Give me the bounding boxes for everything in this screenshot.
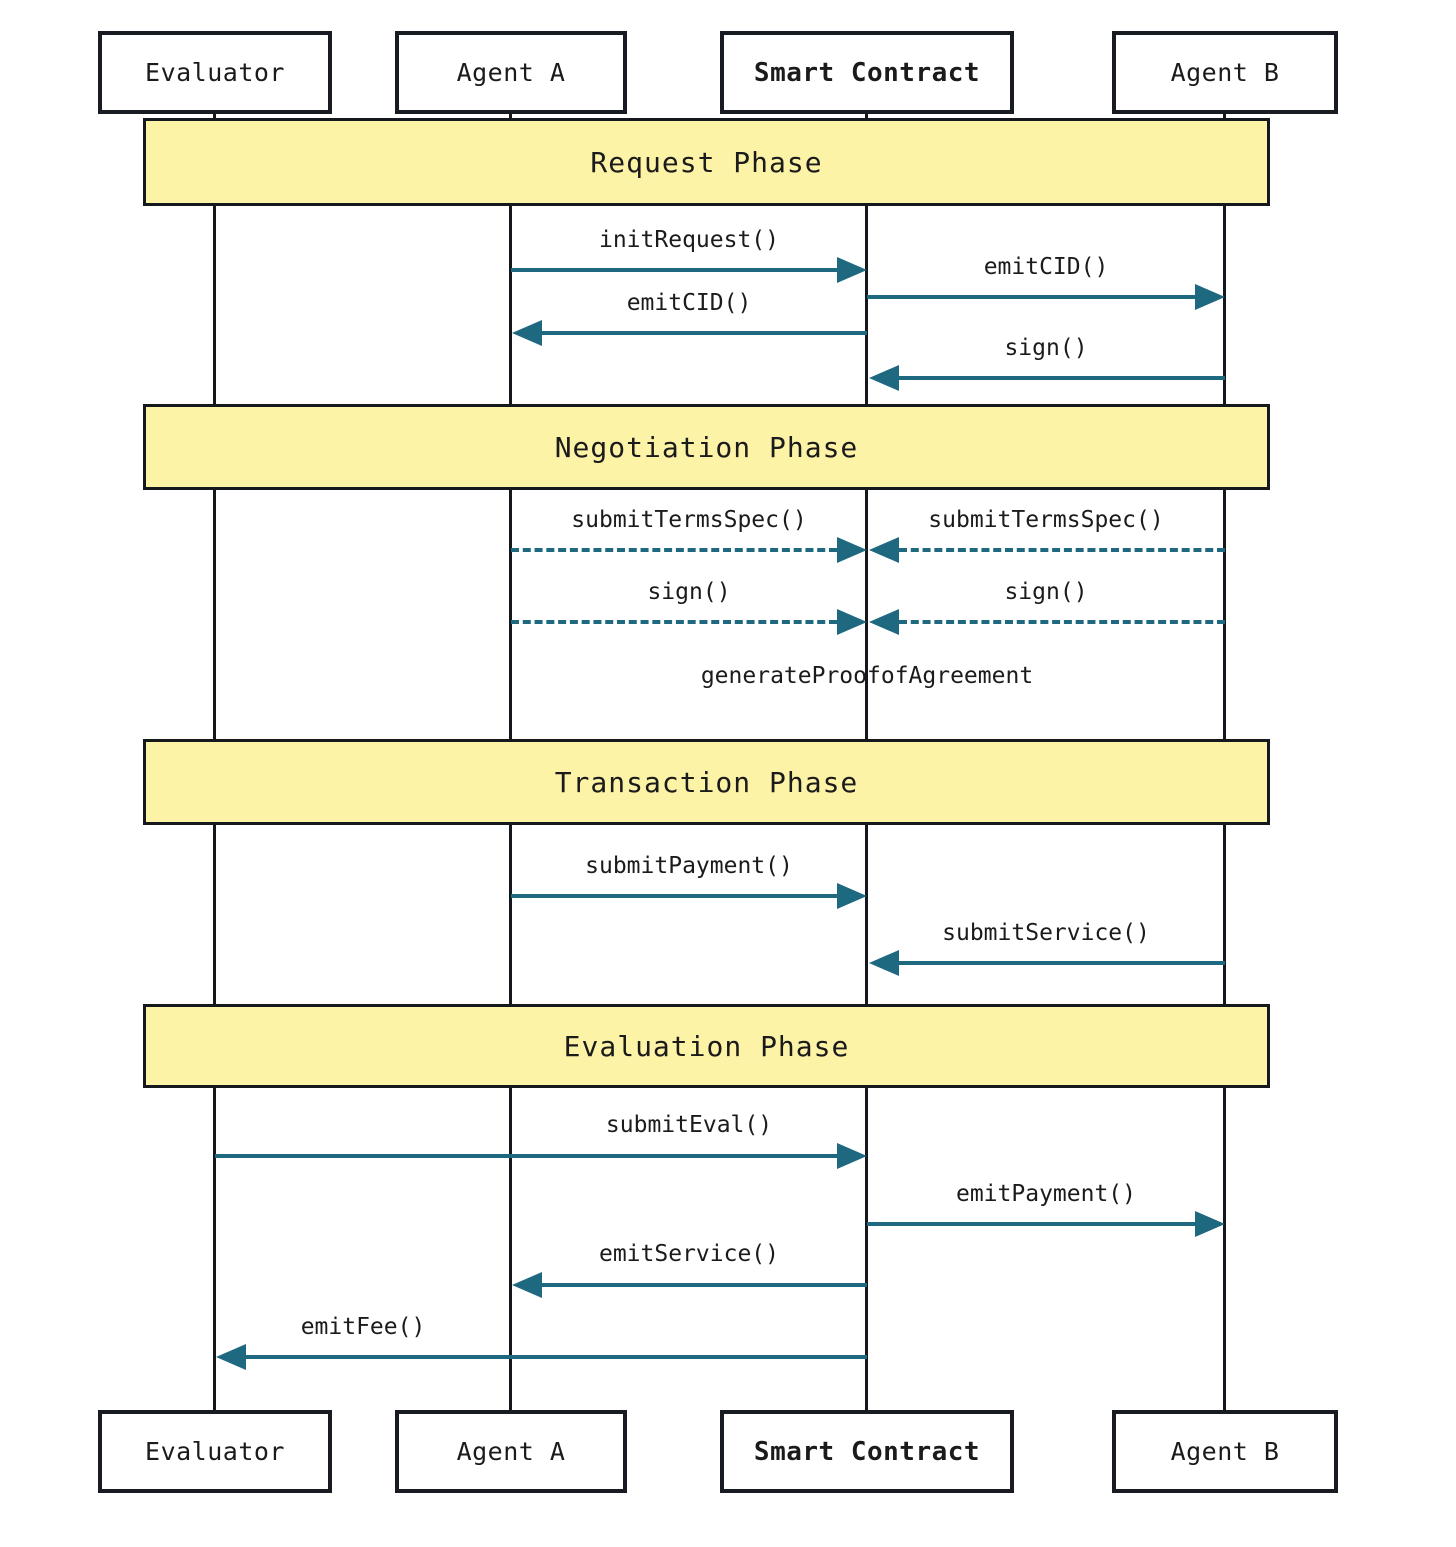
arrowhead-right-icon	[837, 609, 867, 635]
phase-label: Evaluation Phase	[563, 1029, 850, 1063]
arrowhead-left-icon	[869, 950, 899, 976]
message-line-sign-b-dashed	[899, 620, 1225, 624]
message-label-sign-b: sign()	[1004, 335, 1088, 361]
arrowhead-left-icon	[869, 537, 899, 563]
message-line-submittermsspec-a	[511, 548, 837, 552]
message-line-sign-b	[899, 376, 1225, 380]
phase-label: Negotiation Phase	[554, 430, 859, 464]
participant-box-agent-b-bottom: Agent B	[1112, 1410, 1338, 1493]
phase-label: Transaction Phase	[554, 765, 859, 799]
participant-label: Evaluator	[145, 1437, 285, 1466]
message-line-emitservice	[542, 1283, 867, 1287]
message-line-emitcid-to-a	[542, 331, 867, 335]
message-label-submitpayment: submitPayment()	[585, 853, 793, 879]
message-label-submitservice: submitService()	[942, 920, 1150, 946]
message-label-initrequest: initRequest()	[598, 227, 780, 253]
participant-label: Agent B	[1170, 58, 1280, 87]
phase-band-negotiation: Negotiation Phase	[143, 404, 1270, 490]
message-line-submitservice	[899, 961, 1225, 965]
message-label-sign-a-dashed: sign()	[647, 579, 731, 605]
arrowhead-left-icon	[512, 1272, 542, 1298]
message-label-sign-b-dashed: sign()	[1004, 579, 1088, 605]
participant-box-evaluator-bottom: Evaluator	[98, 1410, 332, 1493]
arrowhead-right-icon	[837, 537, 867, 563]
message-label-emitcid-to-a: emitCID()	[626, 290, 752, 316]
arrowhead-left-icon	[216, 1344, 246, 1370]
arrowhead-right-icon	[837, 257, 867, 283]
arrowhead-left-icon	[512, 320, 542, 346]
arrowhead-left-icon	[869, 609, 899, 635]
participant-label: Smart Contract	[753, 1436, 981, 1467]
message-label-submittermsspec-a: submitTermsSpec()	[571, 507, 807, 533]
message-line-initrequest	[511, 268, 837, 272]
self-action-label-generateproofofagreement: generateProofofAgreement	[700, 663, 1034, 689]
message-label-emitservice: emitService()	[598, 1241, 780, 1267]
participant-box-smart-contract-bottom: Smart Contract	[720, 1410, 1014, 1493]
message-label-emitfee: emitFee()	[300, 1314, 426, 1340]
arrowhead-left-icon	[869, 365, 899, 391]
participant-box-agent-a-bottom: Agent A	[395, 1410, 627, 1493]
participant-box-evaluator-top: Evaluator	[98, 31, 332, 114]
phase-band-evaluation: Evaluation Phase	[143, 1004, 1270, 1088]
message-line-submiteval	[215, 1154, 837, 1158]
message-line-sign-a-dashed	[511, 620, 837, 624]
participant-label: Smart Contract	[753, 57, 981, 88]
participant-label: Evaluator	[145, 58, 285, 87]
message-line-emitcid-to-b	[867, 295, 1195, 299]
message-line-submittermsspec-b	[899, 548, 1225, 552]
phase-label: Request Phase	[590, 145, 823, 179]
participant-box-agent-a-top: Agent A	[395, 31, 627, 114]
participant-box-smart-contract-top: Smart Contract	[720, 31, 1014, 114]
arrowhead-right-icon	[1195, 1211, 1225, 1237]
message-label-emitcid-to-b: emitCID()	[983, 254, 1109, 280]
participant-label: Agent A	[456, 1437, 566, 1466]
message-label-emitpayment: emitPayment()	[955, 1181, 1137, 1207]
message-line-submitpayment	[511, 894, 837, 898]
participant-label: Agent B	[1170, 1437, 1280, 1466]
arrowhead-right-icon	[837, 883, 867, 909]
message-line-emitpayment	[867, 1222, 1195, 1226]
phase-band-transaction: Transaction Phase	[143, 739, 1270, 825]
arrowhead-right-icon	[837, 1143, 867, 1169]
message-label-submittermsspec-b: submitTermsSpec()	[928, 507, 1164, 533]
participant-box-agent-b-top: Agent B	[1112, 31, 1338, 114]
participant-label: Agent A	[456, 58, 566, 87]
message-label-submiteval: submitEval()	[605, 1112, 773, 1138]
phase-band-request: Request Phase	[143, 118, 1270, 206]
arrowhead-right-icon	[1195, 284, 1225, 310]
message-line-emitfee	[246, 1355, 867, 1359]
